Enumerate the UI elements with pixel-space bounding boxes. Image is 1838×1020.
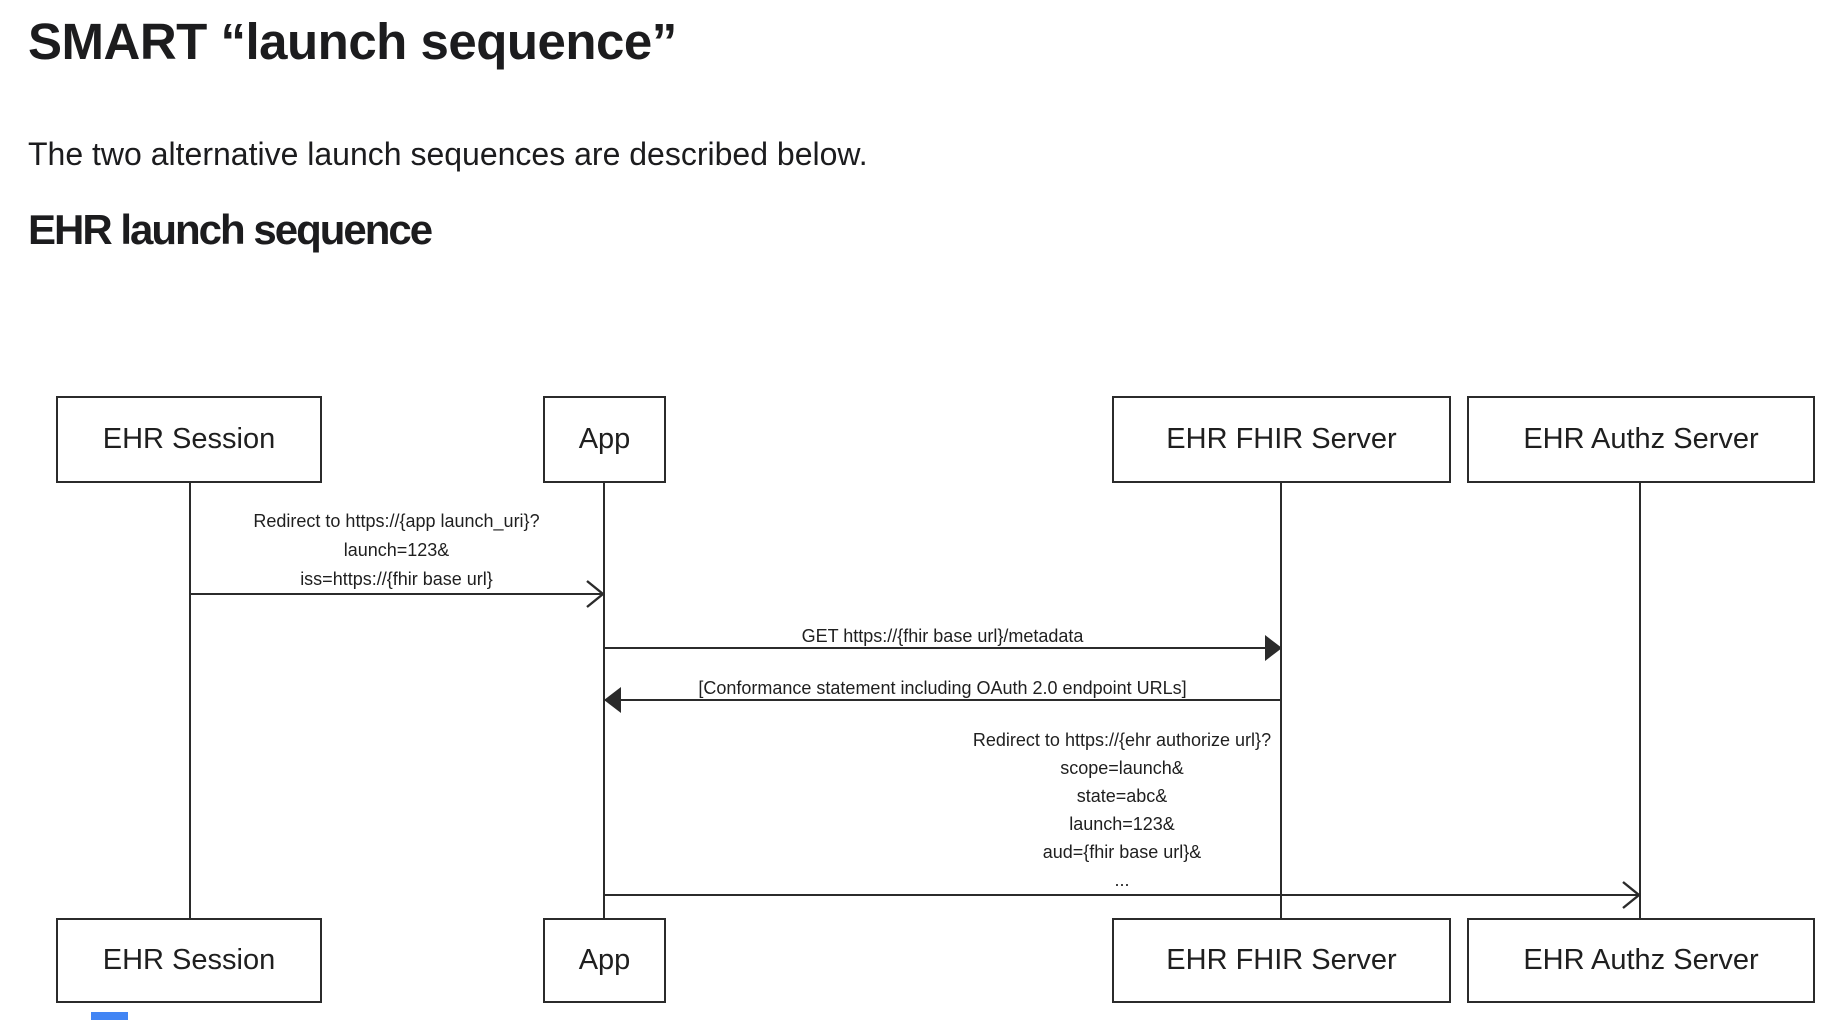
message-label-redirect-to-app: Redirect to https://{app launch_uri}? la… — [189, 507, 604, 594]
section-heading: EHR launch sequence — [28, 206, 433, 253]
actor-label: EHR FHIR Server — [1166, 423, 1397, 455]
lifeline-ehr-fhir-server — [1280, 483, 1282, 918]
actor-box-ehr-fhir-server-bottom: EHR FHIR Server — [1112, 918, 1451, 1003]
actor-label: EHR Session — [102, 944, 276, 976]
message-line-conformance-response — [604, 699, 1281, 701]
actor-label: EHR Session — [102, 423, 276, 455]
message-label-line: scope=launch& — [1060, 758, 1184, 778]
actor-box-ehr-authz-server-top: EHR Authz Server — [1467, 396, 1815, 483]
actor-box-ehr-fhir-server-top: EHR FHIR Server — [1112, 396, 1451, 483]
intro-text: The two alternative launch sequences are… — [28, 136, 868, 172]
message-label-conformance-response: [Conformance statement including OAuth 2… — [604, 674, 1281, 703]
message-label-line: launch=123& — [343, 540, 450, 560]
message-label-line: launch=123& — [1069, 814, 1175, 834]
arrowhead-open-icon — [1622, 881, 1641, 909]
message-label-line: GET https://{fhir base url}/metadata — [801, 626, 1084, 646]
lifeline-ehr-session — [189, 483, 191, 918]
message-line-get-metadata — [604, 647, 1281, 649]
actor-label: EHR Authz Server — [1523, 423, 1759, 455]
arrowhead-filled-icon — [604, 687, 621, 713]
actor-box-ehr-session-top: EHR Session — [56, 396, 322, 483]
actor-label: EHR Authz Server — [1523, 944, 1759, 976]
message-label-line: aud={fhir base url}& — [1042, 842, 1202, 862]
actor-label: App — [578, 423, 631, 455]
arrowhead-filled-icon — [1265, 635, 1282, 661]
actor-box-ehr-authz-server-bottom: EHR Authz Server — [1467, 918, 1815, 1003]
arrowhead-open-icon — [586, 580, 605, 608]
lifeline-ehr-authz-server — [1639, 483, 1641, 918]
message-label-line: state=abc& — [1076, 786, 1168, 806]
message-label-line: ... — [1114, 870, 1130, 890]
message-label-line: Redirect to https://{ehr authorize url}? — [972, 730, 1272, 750]
actor-label: App — [578, 944, 631, 976]
message-label-line: [Conformance statement including OAuth 2… — [698, 678, 1187, 698]
message-label-redirect-to-authz: Redirect to https://{ehr authorize url}?… — [604, 726, 1640, 894]
message-line-redirect-to-app — [189, 593, 604, 595]
message-label-get-metadata: GET https://{fhir base url}/metadata — [604, 622, 1281, 651]
message-line-redirect-to-authz — [604, 894, 1640, 896]
actor-box-app-bottom: App — [543, 918, 666, 1003]
actor-box-ehr-session-bottom: EHR Session — [56, 918, 322, 1003]
message-label-line: iss=https://{fhir base url} — [300, 569, 493, 589]
actor-label: EHR FHIR Server — [1166, 944, 1397, 976]
partial-element-bottom — [91, 1012, 128, 1020]
message-label-line: Redirect to https://{app launch_uri}? — [253, 511, 540, 531]
page-title: SMART “launch sequence” — [28, 13, 677, 70]
actor-box-app-top: App — [543, 396, 666, 483]
